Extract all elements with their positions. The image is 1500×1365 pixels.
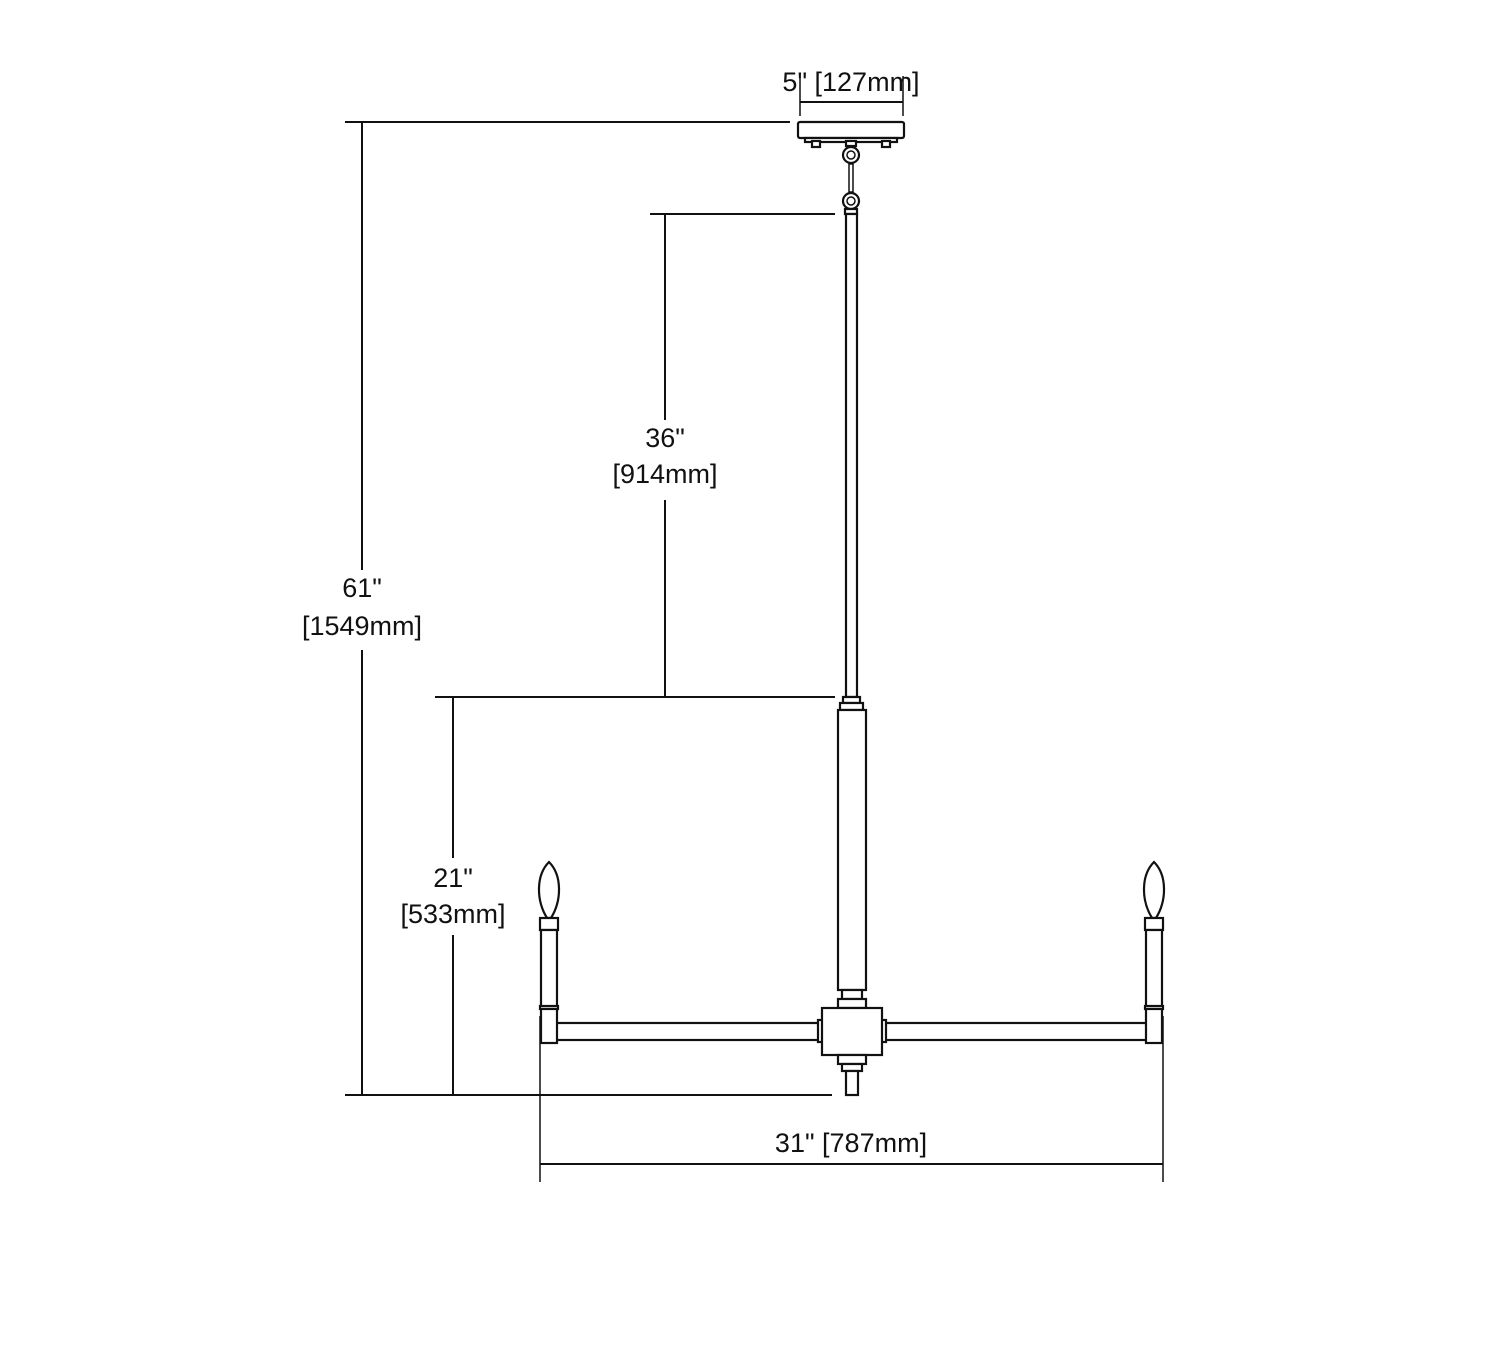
chain-loop-top bbox=[841, 145, 861, 165]
chain bbox=[848, 163, 854, 193]
rod-length-dimension: 36" [914mm] bbox=[435, 213, 835, 698]
chain-loop-bottom bbox=[841, 191, 861, 211]
fixture-height-metric: [533mm] bbox=[400, 899, 505, 929]
overall-height-metric: [1549mm] bbox=[302, 611, 422, 641]
fixture-height-dimension: 21" [533mm] bbox=[400, 697, 506, 1095]
left-arm bbox=[546, 1021, 826, 1042]
fixture-width-label: 31" [787mm] bbox=[775, 1128, 927, 1158]
finial bbox=[844, 1069, 860, 1097]
canopy-width-label: 5" [127mm] bbox=[782, 67, 919, 97]
right-candle bbox=[1142, 860, 1166, 1045]
downrod bbox=[844, 212, 859, 699]
overall-height-dimension: 61" [1549mm] bbox=[302, 121, 832, 1096]
right-arm bbox=[878, 1021, 1154, 1042]
center-column bbox=[836, 708, 868, 992]
fixture-drawing bbox=[537, 120, 1166, 1097]
canopy-width-dimension: 5" [127mm] bbox=[782, 67, 920, 116]
left-bulb bbox=[537, 860, 561, 920]
center-hub bbox=[820, 1006, 884, 1057]
rod-length-metric: [914mm] bbox=[612, 459, 717, 489]
left-candle bbox=[537, 860, 561, 1045]
right-bulb bbox=[1142, 860, 1166, 920]
overall-height-imperial: 61" bbox=[342, 573, 382, 603]
canopy bbox=[796, 120, 906, 140]
rod-length-imperial: 36" bbox=[645, 423, 685, 453]
fixture-height-imperial: 21" bbox=[433, 863, 473, 893]
fixture-width-dimension: 31" [787mm] bbox=[539, 1016, 1164, 1182]
